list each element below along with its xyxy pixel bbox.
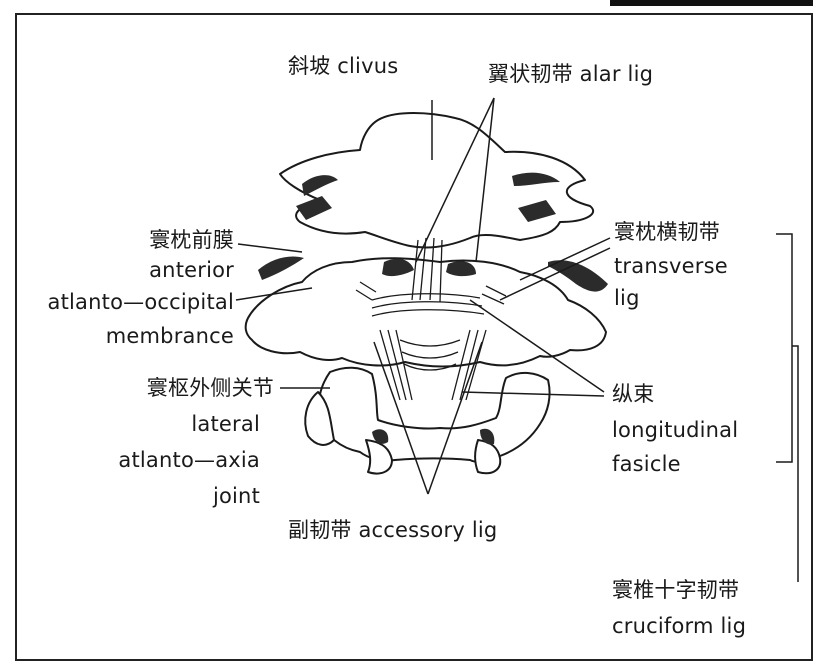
longitudinal-en-label-1: longitudinal xyxy=(612,418,738,442)
accessory-ligament-label: 副韧带 accessory lig xyxy=(288,518,497,542)
longitudinal-cn-label: 纵束 xyxy=(612,382,654,406)
longitudinal-en-label-2: fasicle xyxy=(612,452,681,476)
cruciform-en-label: cruciform lig xyxy=(612,614,746,638)
page-edge-mark xyxy=(610,0,813,6)
lateral-joint-en-label-3: joint xyxy=(60,484,260,508)
atlanto-occipital-en-label-3: membrance xyxy=(60,324,234,348)
lateral-joint-en-label-2: atlanto—axia xyxy=(60,448,260,472)
atlanto-occipital-cn-label: 寰枕前膜 xyxy=(60,228,234,252)
atlas-vertebra xyxy=(246,258,606,366)
alar-ligament-label: 翼状韧带 alar lig xyxy=(488,62,653,86)
lateral-joint-en-label-1: lateral xyxy=(60,412,260,436)
transverse-en-label-2: lig xyxy=(614,286,640,310)
atlanto-occipital-en-label-1: anterior xyxy=(60,258,234,282)
axis-vertebra xyxy=(318,368,549,462)
anterior-ao-leader xyxy=(238,244,302,252)
atlanto-occipital-en-label-2: atlanto—occipital xyxy=(10,290,234,314)
cruciform-bracket xyxy=(776,234,798,582)
transverse-cn-label: 寰枕横韧带 xyxy=(614,220,720,244)
lateral-joint-cn-label: 寰枢外侧关节 xyxy=(40,376,274,400)
clivus-label: 斜坡 clivus xyxy=(288,54,398,78)
transverse-en-label-1: transverse xyxy=(614,254,728,278)
left-joint-shadow xyxy=(258,257,304,281)
cruciform-cn-label: 寰椎十字韧带 xyxy=(612,578,739,602)
